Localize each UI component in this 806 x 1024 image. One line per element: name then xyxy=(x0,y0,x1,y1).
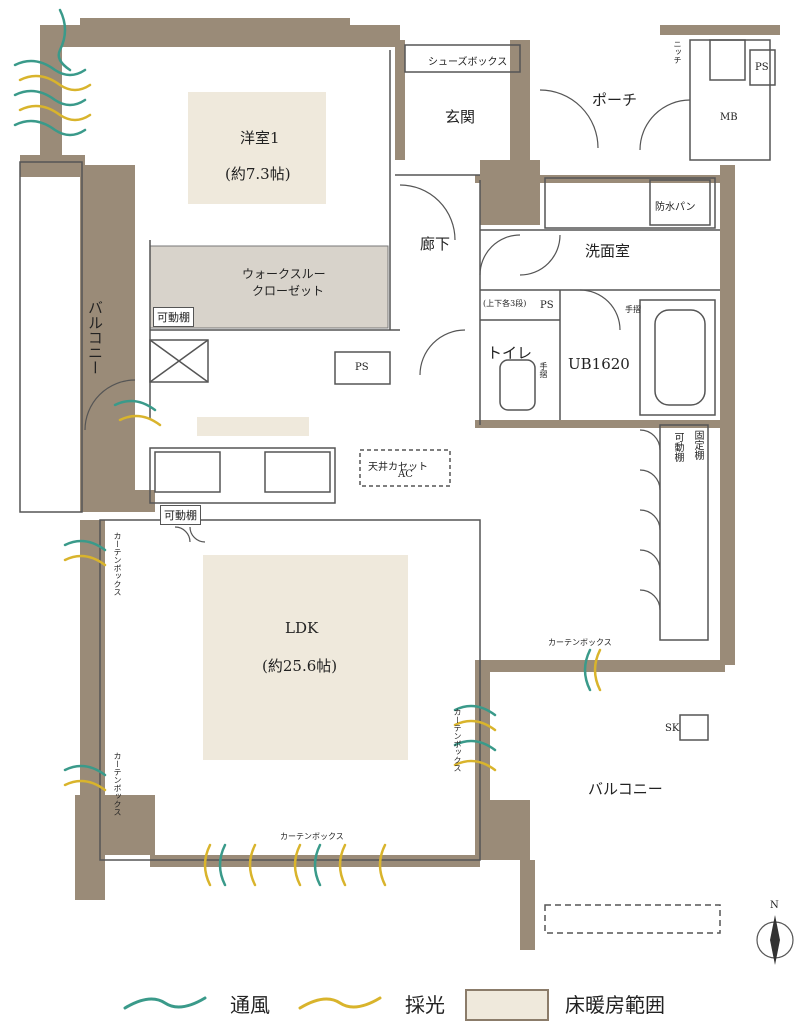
handrail-label-1: 手摺 xyxy=(625,305,641,314)
curtain-box-left-1: カーテンボックス xyxy=(113,532,122,596)
room-washroom: 洗面室 xyxy=(585,242,631,260)
room-hallway: 廊下 xyxy=(420,235,451,253)
legend-ventilation-label: 通風 xyxy=(230,992,270,1017)
legend-floor-heating: 床暖房範囲 xyxy=(465,985,665,1021)
ceiling-ac-label-2: AC xyxy=(398,469,413,480)
room-balcony-left: バルコニー xyxy=(86,300,104,375)
interior-lines xyxy=(19,39,776,934)
handrail-label-2: 手摺 xyxy=(539,362,548,378)
ps-mid-label: PS xyxy=(355,362,369,373)
floor-heating-swatch xyxy=(465,989,549,1021)
room-porch: ポーチ xyxy=(592,91,638,109)
daylight-arrows xyxy=(18,74,602,887)
shoe-box-label: シューズボックス xyxy=(428,57,508,68)
room-ub: UB1620 xyxy=(568,355,630,373)
niche-label: ニッチ xyxy=(673,40,682,64)
ps-top-label: PS xyxy=(755,62,769,73)
room-balcony-right: バルコニー xyxy=(588,780,663,798)
floor-heating-kitchen xyxy=(197,417,309,436)
curtain-box-bottom: カーテンボックス xyxy=(280,832,344,841)
ceiling-ac-label-1: 天井カセット xyxy=(368,462,428,473)
adjustable-shelf-label-1: 可動棚 xyxy=(153,307,194,327)
legend-daylight-label: 採光 xyxy=(405,992,445,1017)
door-arcs xyxy=(84,89,691,611)
shelf-levels-label: (上下各3段) xyxy=(483,299,527,308)
room-entrance: 玄関 xyxy=(445,108,476,126)
closet-label-1: ウォークスルー xyxy=(242,267,326,281)
room-ldk-size: (約25.6帖) xyxy=(262,657,338,675)
legend-daylight: 採光 xyxy=(295,985,445,1021)
adjustable-shelf-label-2: 可動棚 xyxy=(160,505,201,525)
room-western-name: 洋室1 xyxy=(240,129,280,147)
walls xyxy=(20,18,780,950)
sk-label: SK xyxy=(665,723,680,734)
closet-label-2: クローゼット xyxy=(252,284,325,298)
ventilation-arrows xyxy=(13,8,592,887)
ps-small-label: PS xyxy=(540,300,554,311)
legend-floor-heating-label: 床暖房範囲 xyxy=(565,992,665,1017)
waterproof-pan-label: 防水パン xyxy=(655,202,696,213)
curtain-box-top-right: カーテンボックス xyxy=(548,638,612,647)
curtain-box-mid: カーテンボックス xyxy=(453,708,462,772)
floor-heating-western-room xyxy=(188,92,326,204)
daylight-legend-icon xyxy=(298,996,382,1010)
north-label: N xyxy=(770,900,779,911)
room-ldk-name: LDK xyxy=(285,619,319,637)
curtain-box-left-2: カーテンボックス xyxy=(113,752,122,816)
room-toilet: トイレ xyxy=(487,344,533,362)
adjustable-shelf-vertical-label: 可動棚 xyxy=(672,432,683,462)
fixed-shelf-label: 固定棚 xyxy=(692,430,703,460)
room-mb: MB xyxy=(720,112,738,123)
ventilation-legend-icon xyxy=(123,996,207,1010)
room-western-size: (約7.3帖) xyxy=(225,165,291,183)
north-arrow xyxy=(756,915,794,965)
floor-heating-ldk xyxy=(203,555,408,760)
legend: 通風 採光 床暖房範囲 xyxy=(120,985,720,1021)
legend-ventilation: 通風 xyxy=(120,985,270,1021)
